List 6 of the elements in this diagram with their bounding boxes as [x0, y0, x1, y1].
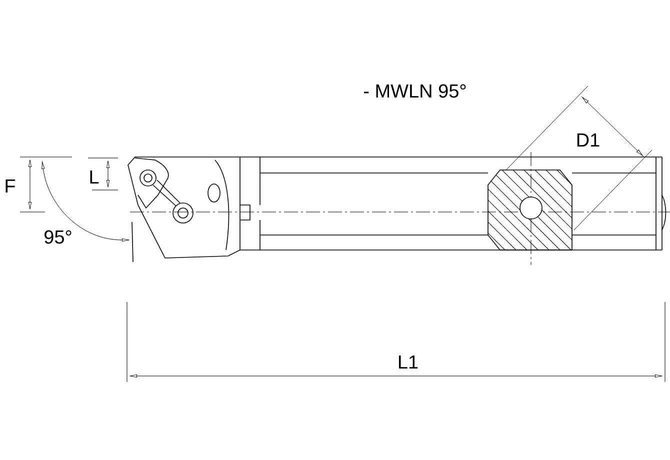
dimension-label: L1 [398, 355, 418, 369]
dimension-label: D1 [577, 133, 600, 147]
title: - MWLN 95° [364, 84, 466, 98]
dimension-label: F [6, 179, 16, 193]
angle-label: 95° [44, 230, 72, 244]
dimension-label: L [90, 170, 99, 184]
